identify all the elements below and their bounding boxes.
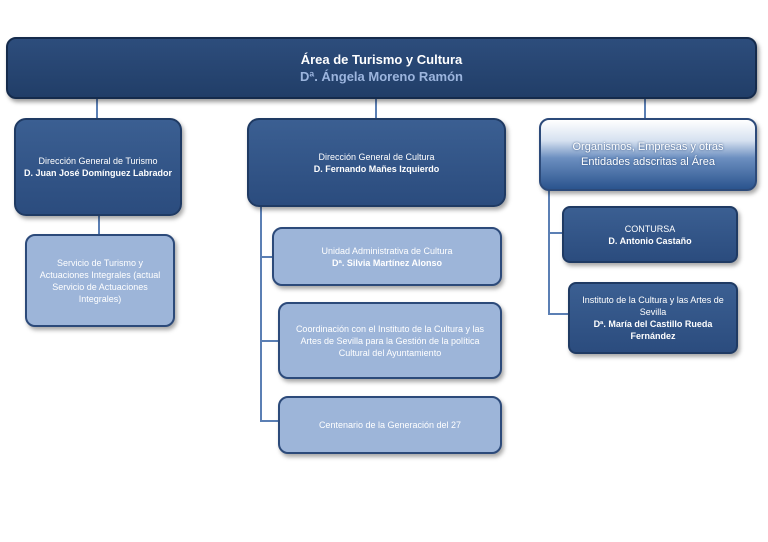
direccion-cultura-person: D. Fernando Mañes Izquierdo	[313, 163, 440, 174]
connector-cultura-unidad	[260, 256, 274, 258]
connector-cultura-trunk	[260, 205, 262, 421]
area-turismo-cultura-box: Área de Turismo y Cultura Dª. Ángela Mor…	[6, 37, 757, 99]
centenario-title: Centenario de la Generación del 27	[318, 420, 462, 430]
direccion-cultura-box: Dirección General de Cultura D. Fernando…	[247, 118, 506, 207]
icas-box: Instituto de la Cultura y las Artes de S…	[568, 282, 738, 354]
connector-organismos-trunk	[548, 189, 550, 315]
icas-title: Instituto de la Cultura y las Artes de S…	[582, 295, 724, 317]
contursa-box: CONTURSA D. Antonio Castaño	[562, 206, 738, 263]
connector-cultura-coordinacion	[260, 340, 280, 342]
contursa-title: CONTURSA	[624, 223, 676, 234]
icas-person: Dª. María del Castillo Rueda Fernández	[593, 319, 713, 341]
unidad-administrativa-title: Unidad Administrativa de Cultura	[321, 245, 453, 256]
direccion-turismo-title: Dirección General de Turismo	[38, 156, 158, 166]
coordinacion-box: Coordinación con el Instituto de la Cult…	[278, 302, 502, 379]
centenario-box: Centenario de la Generación del 27	[278, 396, 502, 454]
area-person: Dª. Ángela Moreno Ramón	[300, 68, 463, 84]
connector-cultura-centenario	[260, 420, 280, 422]
connector-top-turismo	[96, 97, 98, 119]
connector-top-cultura	[375, 97, 377, 119]
connector-turismo-servicio	[98, 214, 100, 236]
contursa-person: D. Antonio Castaño	[608, 235, 692, 246]
unidad-administrativa-box: Unidad Administrativa de Cultura Dª. Sil…	[272, 227, 502, 286]
direccion-cultura-title: Dirección General de Cultura	[318, 151, 435, 162]
direccion-turismo-box: Dirección General de Turismo D. Juan Jos…	[14, 118, 182, 216]
connector-top-organismos	[644, 97, 646, 119]
unidad-administrativa-person: Dª. Silvia Martínez Alonso	[331, 257, 443, 268]
servicio-turismo-box: Servicio de Turismo y Actuaciones Integr…	[25, 234, 175, 327]
direccion-turismo-person: D. Juan José Domínguez Labrador	[23, 168, 173, 178]
servicio-turismo-text: Servicio de Turismo y Actuaciones Integr…	[39, 257, 161, 304]
area-title: Área de Turismo y Cultura	[300, 51, 463, 67]
connector-organismos-icas	[548, 313, 570, 315]
coordinacion-title: Coordinación con el Instituto de la Cult…	[295, 323, 485, 358]
organismos-box: Organismos, Empresas y otras Entidades a…	[539, 118, 757, 191]
organismos-title: Organismos, Empresas y otras Entidades a…	[572, 140, 724, 168]
connector-organismos-contursa	[548, 232, 564, 234]
